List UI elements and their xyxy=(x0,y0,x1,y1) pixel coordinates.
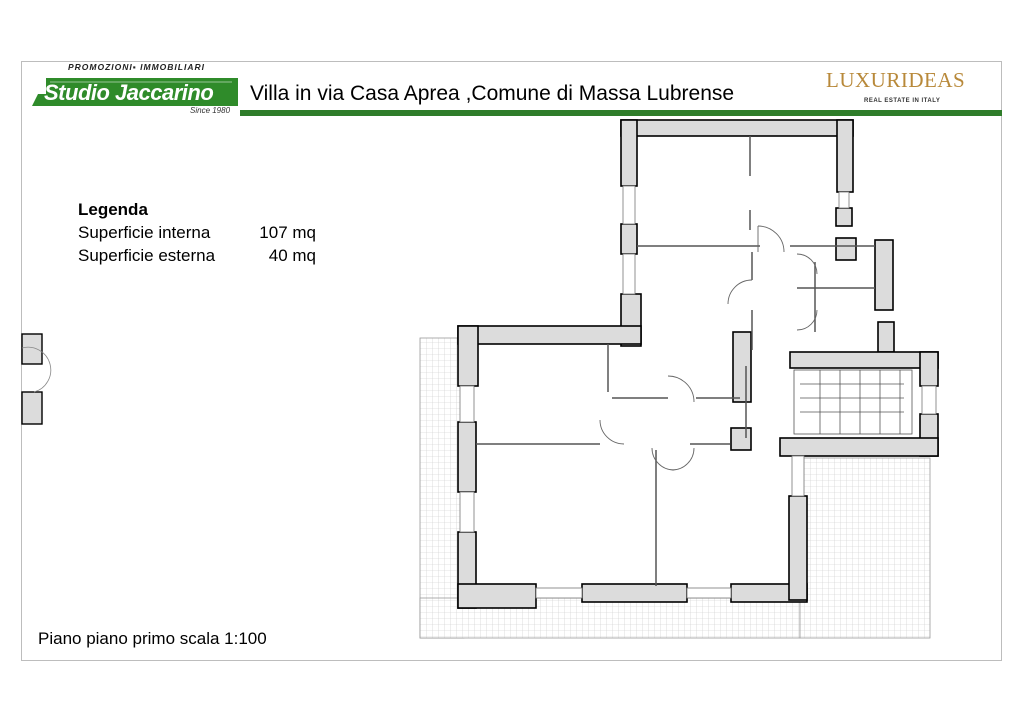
legend-value: 107 mq xyxy=(259,223,316,242)
legend-label: Superficie esterna xyxy=(78,246,216,265)
legend-heading: Legenda xyxy=(78,200,148,219)
windows xyxy=(459,185,937,599)
legend-value: 40 mq xyxy=(268,246,316,265)
studio-jaccarino-logo: PROMOZIONI▪ IMMOBILIARI Studio Jaccarino… xyxy=(26,62,244,120)
brand-name: LUXURIDEAS xyxy=(826,68,966,92)
staircase xyxy=(793,369,913,435)
logo-since: Since 1980 xyxy=(190,106,231,115)
page-title: Villa in via Casa Aprea ,Comune di Massa… xyxy=(250,82,735,105)
adjacent-plan-fragment xyxy=(21,333,52,425)
legend: Legenda Superficie interna 107 mq Superfi… xyxy=(78,198,316,267)
legend-row: Superficie interna 107 mq xyxy=(78,221,316,244)
terrace-left xyxy=(419,337,465,639)
terrace-right xyxy=(799,457,931,639)
scale-caption: Piano piano primo scala 1:100 xyxy=(38,629,267,648)
title-underline xyxy=(240,110,1002,116)
door-swings xyxy=(599,225,818,471)
legend-label: Superficie interna xyxy=(78,223,211,242)
logo-green-shape xyxy=(32,78,238,106)
luxurideas-logo: LUXURIDEAS REAL ESTATE IN ITALY xyxy=(826,68,976,108)
logo-tagline: PROMOZIONI▪ IMMOBILIARI xyxy=(68,62,205,72)
interior-partitions xyxy=(476,136,875,586)
legend-row: Superficie esterna 40 mq xyxy=(78,244,316,267)
logo-wordmark: Studio Jaccarino xyxy=(44,80,214,105)
exterior-walls xyxy=(457,119,939,609)
brand-subtitle: REAL ESTATE IN ITALY xyxy=(864,98,941,104)
